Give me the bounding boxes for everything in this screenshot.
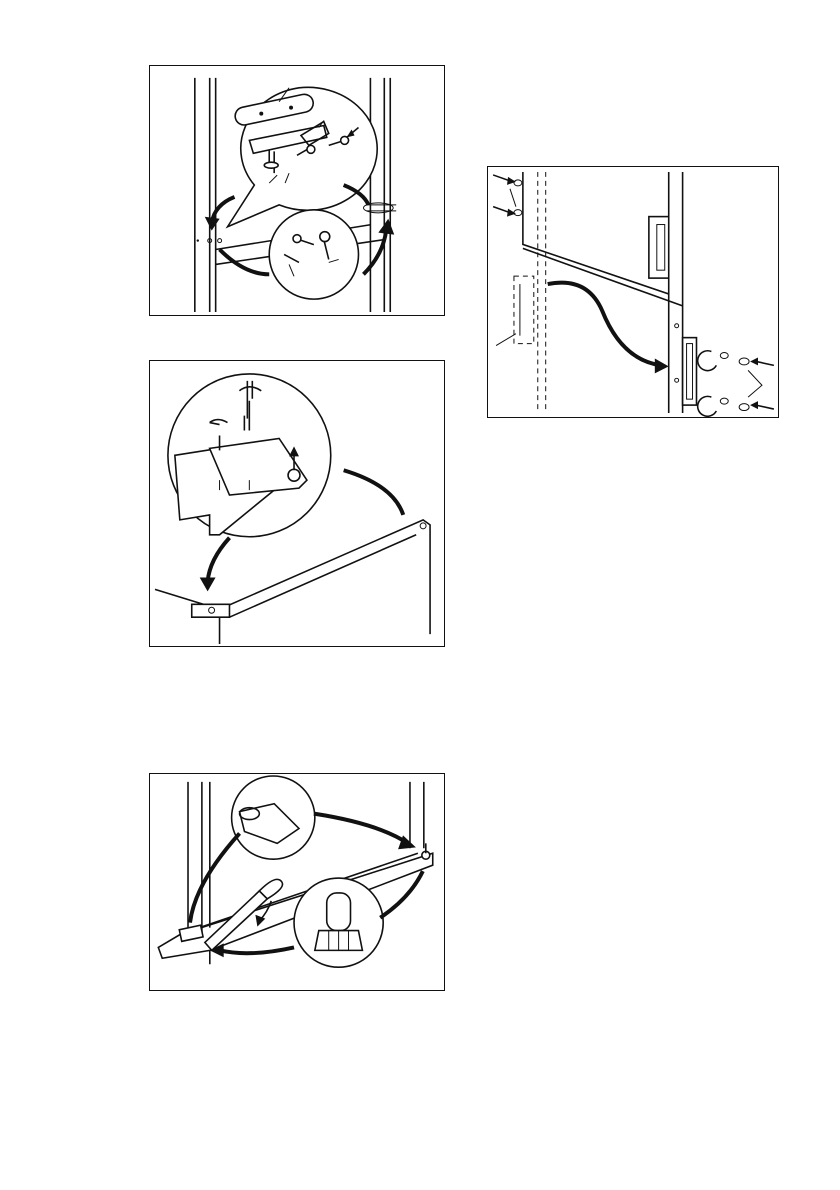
top-hinge-removal-drawing: [150, 66, 444, 315]
door-handle-swap-drawing: [488, 167, 778, 417]
top-hinge-removal-illustration: [149, 65, 445, 316]
bottom-hinge-pin-drawing: [150, 774, 444, 990]
top-hinge-transfer-illustration: [149, 360, 445, 647]
bottom-hinge-pin-illustration: [149, 773, 445, 991]
top-hinge-transfer-drawing: [150, 361, 444, 646]
door-handle-swap-illustration: [487, 166, 779, 418]
